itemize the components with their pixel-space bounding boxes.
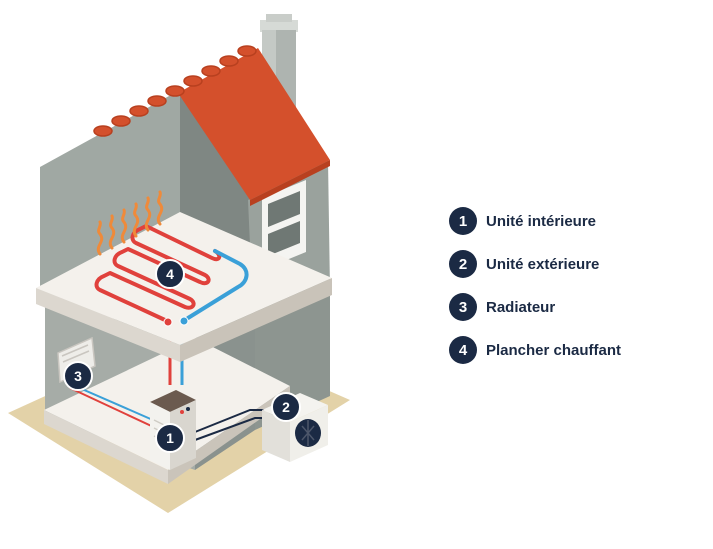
svg-text:3: 3 (74, 368, 82, 384)
legend-number: 4 (449, 336, 477, 364)
svg-text:1: 1 (166, 430, 174, 446)
legend-item-exterior-unit: 2 Unité extérieure (449, 249, 621, 279)
heat-waves (96, 190, 164, 256)
legend-item-floor-heating: 4 Plancher chauffant (449, 335, 621, 365)
badge-interior-unit: 1 (155, 423, 185, 453)
badge-floor-heating: 4 (155, 259, 185, 289)
svg-text:4: 4 (166, 266, 174, 282)
legend-label: Radiateur (486, 298, 556, 316)
legend-item-interior-unit: 1 Unité intérieure (449, 206, 621, 236)
badge-radiator: 3 (63, 361, 93, 391)
legend-number: 2 (449, 250, 477, 278)
pipe-inlet-red (163, 317, 173, 327)
legend-label: Unité extérieure (486, 255, 600, 273)
legend-number: 1 (449, 207, 477, 235)
legend-item-radiator: 3 Radiateur (449, 292, 621, 322)
legend-label: Plancher chauffant (486, 341, 622, 359)
legend: 1 Unité intérieure 2 Unité extérieure 3 … (449, 206, 621, 378)
legend-number: 3 (449, 293, 477, 321)
pipe-inlet-blue (179, 316, 189, 326)
floor-heating-pipe (94, 224, 222, 322)
radiator-hot-pipe (69, 387, 161, 431)
badge-exterior-unit: 2 (271, 392, 301, 422)
window (262, 180, 306, 270)
roof (178, 48, 330, 206)
floor-return-pipe (186, 249, 249, 320)
svg-text:2: 2 (282, 399, 290, 415)
legend-label: Unité intérieure (486, 212, 597, 230)
roof-ridge-tiles (93, 45, 257, 137)
radiator-cold-pipe (74, 385, 163, 425)
